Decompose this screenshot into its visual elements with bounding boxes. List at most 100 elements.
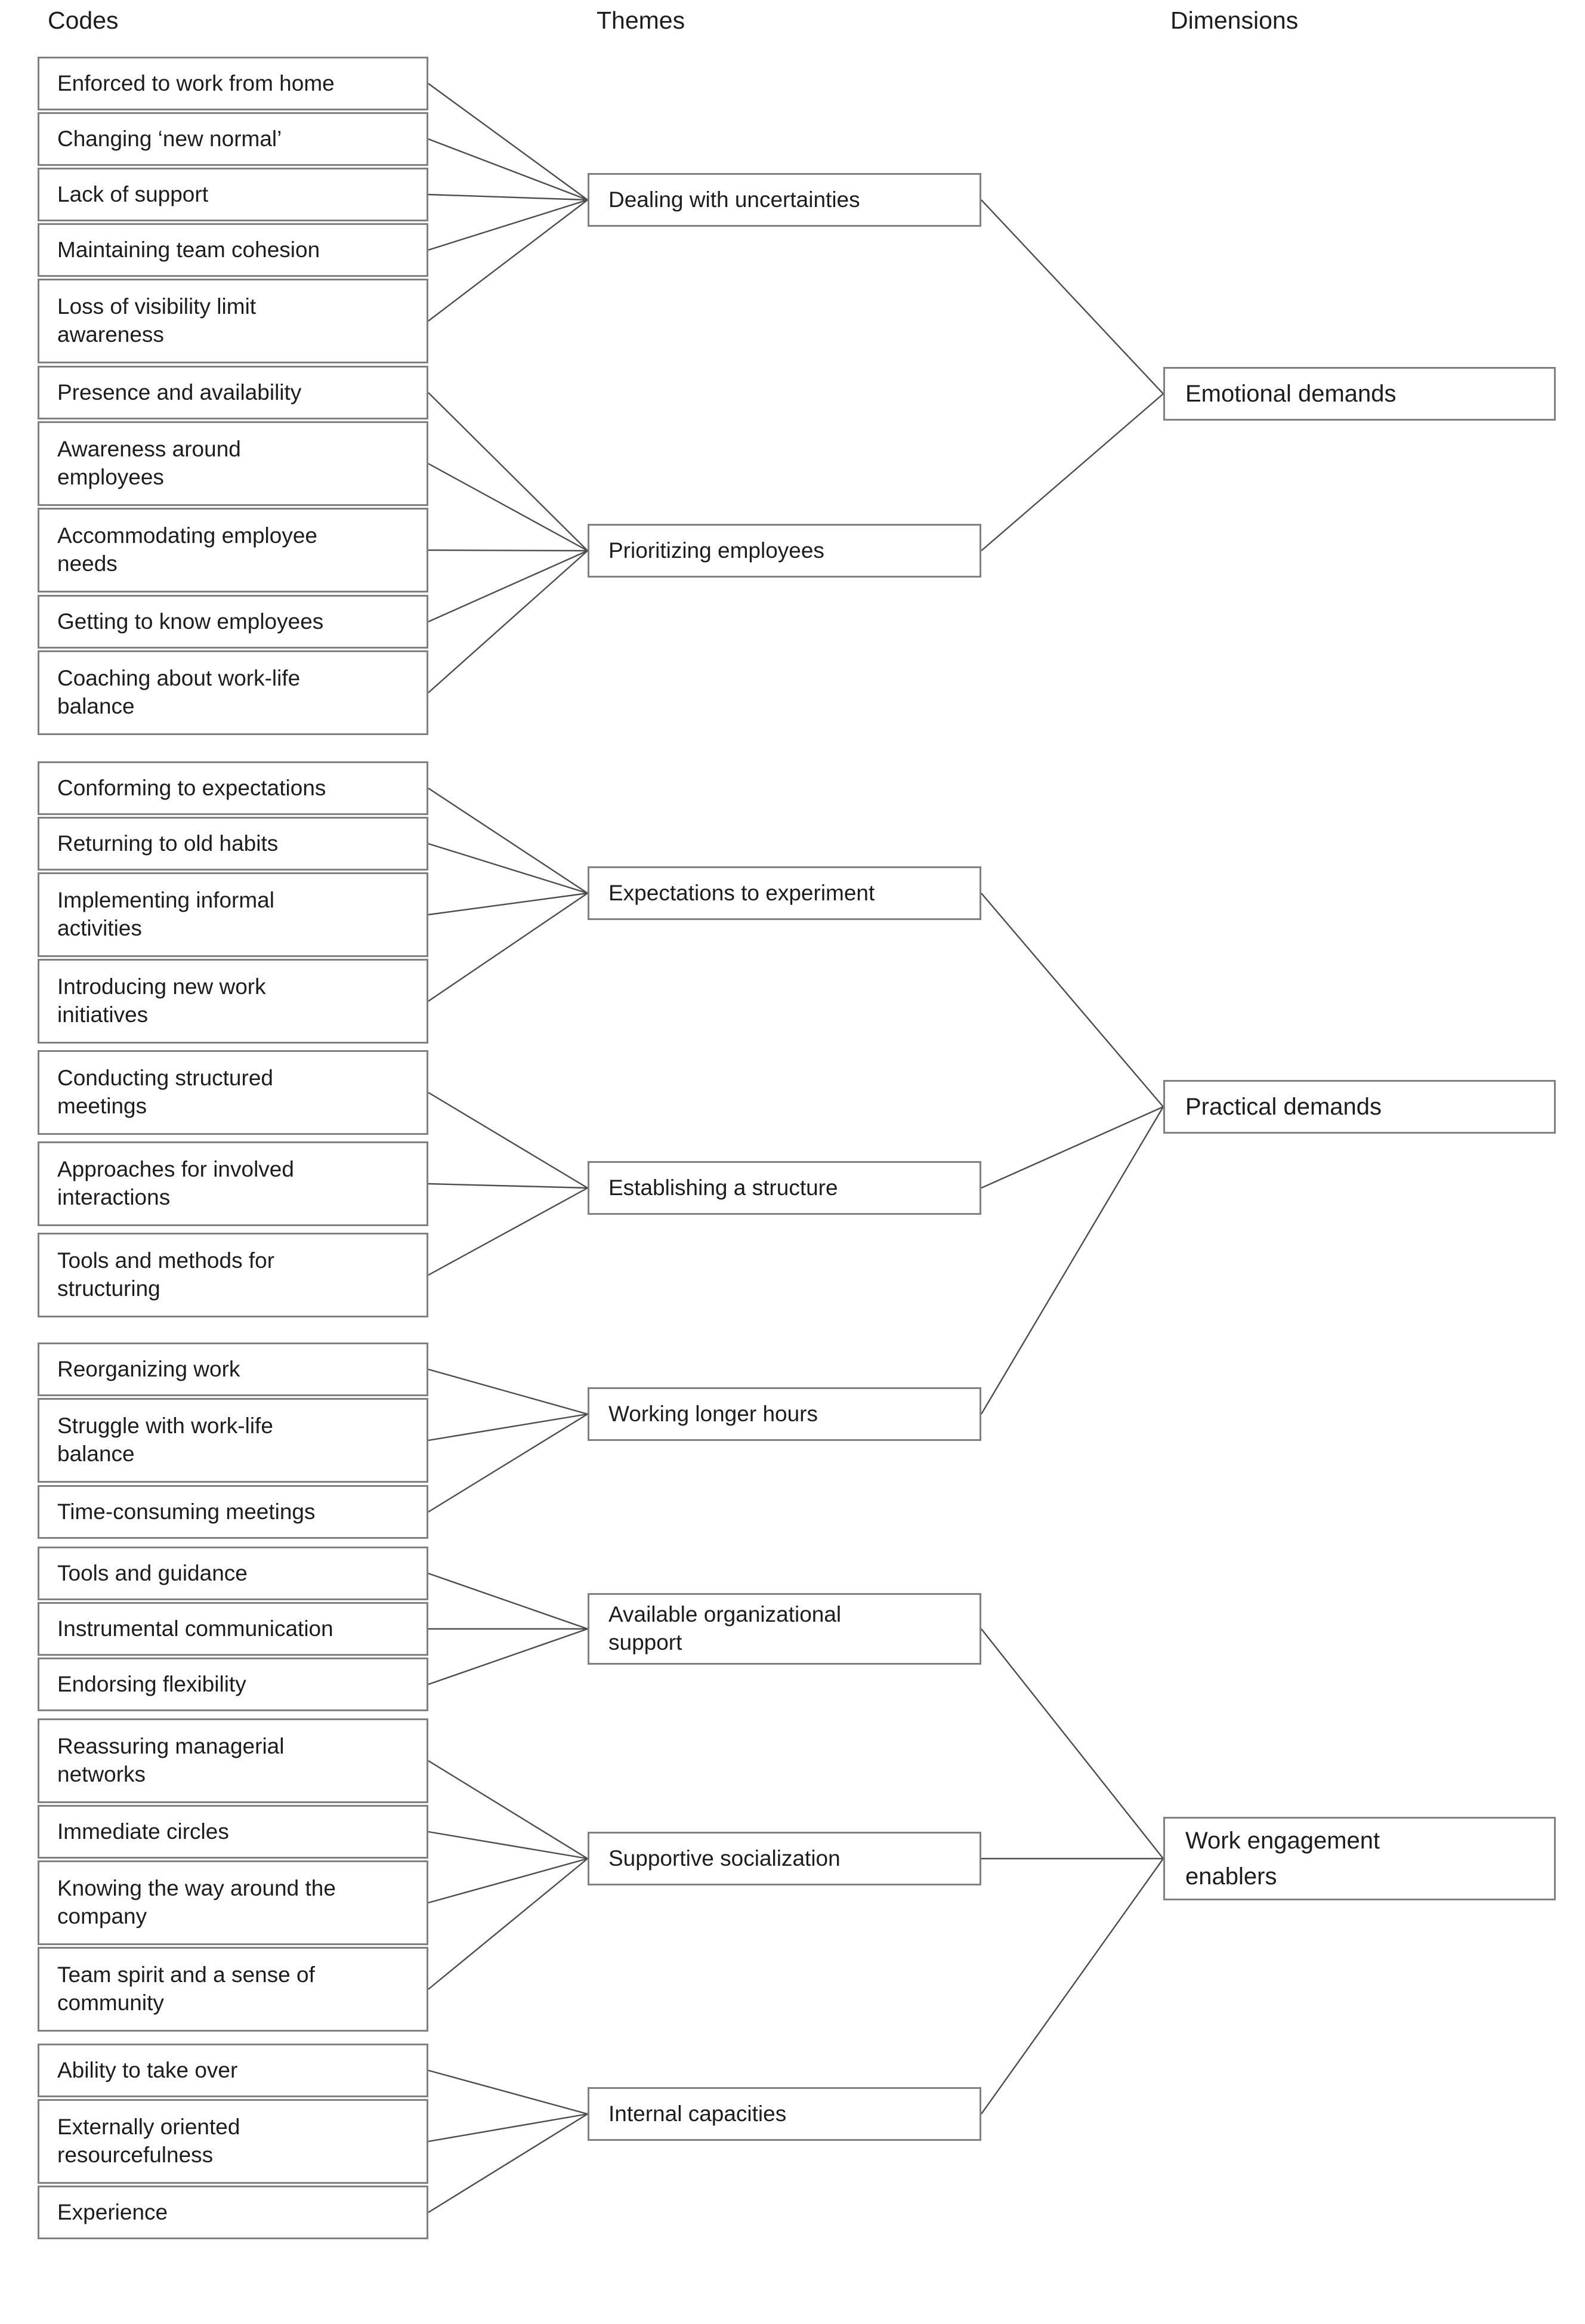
- code-box-label: Reorganizing work: [57, 1356, 240, 1381]
- code-box-label: Lack of support: [57, 181, 208, 206]
- code-box-label: Instrumental communication: [57, 1616, 333, 1641]
- edge-code-to-theme-13: [428, 893, 588, 1002]
- edge-code-to-theme-20: [428, 1572, 588, 1630]
- theme-box-0[interactable]: Dealing with uncertainties: [588, 173, 981, 227]
- edge-theme-to-dimension-2: [981, 893, 1164, 1107]
- code-box-21[interactable]: Instrumental communication: [38, 1602, 428, 1656]
- edge-code-to-theme-6: [428, 462, 588, 552]
- code-box-17[interactable]: Reorganizing work: [38, 1342, 428, 1396]
- edge-code-to-theme-14: [428, 1091, 588, 1189]
- edge-code-to-theme-8: [428, 550, 588, 623]
- code-box-3[interactable]: Maintaining team cohesion: [38, 223, 428, 277]
- dimension-box-0[interactable]: Emotional demands: [1163, 367, 1556, 421]
- edge-code-to-theme-4: [428, 199, 588, 322]
- code-box-23[interactable]: Reassuring managerial networks: [38, 1718, 428, 1803]
- code-box-11[interactable]: Returning to old habits: [38, 817, 428, 871]
- edge-code-to-theme-10: [428, 787, 588, 894]
- code-box-label: Team spirit and a sense of community: [57, 1962, 315, 2015]
- edge-code-to-theme-2: [428, 193, 588, 201]
- edge-code-to-theme-7: [428, 549, 588, 552]
- code-box-6[interactable]: Awareness around employees: [38, 421, 428, 506]
- code-box-16[interactable]: Tools and methods for structuring: [38, 1233, 428, 1317]
- dimension-box-1[interactable]: Practical demands: [1163, 1080, 1556, 1134]
- code-box-label: Loss of visibility limit awareness: [57, 294, 257, 347]
- edge-code-to-theme-25: [428, 1857, 588, 1904]
- edge-code-to-theme-3: [428, 199, 588, 251]
- edge-theme-to-dimension-7: [981, 1858, 1164, 2115]
- code-box-label: Getting to know employees: [57, 609, 324, 634]
- code-box-26[interactable]: Team spirit and a sense of community: [38, 1947, 428, 2032]
- code-box-4[interactable]: Loss of visibility limit awareness: [38, 279, 428, 363]
- column-header-themes: Themes: [597, 7, 685, 34]
- code-box-label: Conducting structured meetings: [57, 1066, 273, 1118]
- edge-theme-to-dimension-1: [981, 393, 1164, 551]
- code-box-label: Struggle with work-life balance: [57, 1413, 273, 1466]
- theme-box-label: Establishing a structure: [608, 1175, 838, 1200]
- code-box-10[interactable]: Conforming to expectations: [38, 761, 428, 815]
- edge-code-to-theme-16: [428, 1187, 588, 1276]
- code-box-label: Awareness around employees: [57, 437, 241, 489]
- edge-code-to-theme-23: [428, 1760, 588, 1860]
- code-box-27[interactable]: Ability to take over: [38, 2044, 428, 2097]
- code-box-label: Introducing new work initiatives: [57, 974, 266, 1027]
- code-box-1[interactable]: Changing ‘new normal’: [38, 112, 428, 166]
- code-box-25[interactable]: Knowing the way around the company: [38, 1860, 428, 1945]
- theme-box-4[interactable]: Working longer hours: [588, 1387, 981, 1441]
- code-box-29[interactable]: Experience: [38, 2186, 428, 2239]
- code-box-label: Ability to take over: [57, 2057, 238, 2082]
- edge-code-to-theme-12: [428, 892, 588, 916]
- dimension-box-label: Practical demands: [1185, 1094, 1382, 1120]
- code-box-0[interactable]: Enforced to work from home: [38, 57, 428, 110]
- theme-box-6[interactable]: Supportive socialization: [588, 1832, 981, 1885]
- code-box-label: Immediate circles: [57, 1819, 229, 1844]
- edge-code-to-theme-0: [428, 83, 588, 200]
- code-box-22[interactable]: Endorsing flexibility: [38, 1658, 428, 1711]
- dimension-box-label: Work engagement enablers: [1185, 1828, 1380, 1890]
- code-box-label: Implementing informal activities: [57, 888, 274, 940]
- code-box-13[interactable]: Introducing new work initiatives: [38, 959, 428, 1044]
- theme-box-label: Internal capacities: [608, 2101, 787, 2126]
- theme-box-2[interactable]: Expectations to experiment: [588, 866, 981, 920]
- code-box-7[interactable]: Accommodating employee needs: [38, 508, 428, 592]
- edge-code-to-theme-17: [428, 1368, 588, 1415]
- code-box-label: Enforced to work from home: [57, 70, 335, 95]
- edge-theme-to-dimension-5: [981, 1628, 1164, 1859]
- code-box-label: Knowing the way around the company: [57, 1876, 336, 1928]
- code-box-2[interactable]: Lack of support: [38, 168, 428, 221]
- edge-theme-to-dimension-0: [981, 199, 1164, 394]
- edge-code-to-theme-9: [428, 550, 588, 693]
- code-box-9[interactable]: Coaching about work-life balance: [38, 650, 428, 735]
- code-box-12[interactable]: Implementing informal activities: [38, 872, 428, 957]
- theme-box-label: Expectations to experiment: [608, 880, 875, 905]
- code-box-label: Time-consuming meetings: [57, 1499, 316, 1524]
- edge-code-to-theme-19: [428, 1413, 588, 1513]
- code-box-label: Conforming to expectations: [57, 775, 326, 800]
- edge-theme-to-dimension-4: [980, 1106, 1164, 1415]
- dimension-box-2[interactable]: Work engagement enablers: [1163, 1817, 1556, 1900]
- code-box-24[interactable]: Immediate circles: [38, 1805, 428, 1859]
- code-box-28[interactable]: Externally oriented resourcefulness: [38, 2099, 428, 2184]
- code-box-15[interactable]: Approaches for involved interactions: [38, 1141, 428, 1226]
- theme-box-5[interactable]: Available organizational support: [588, 1593, 981, 1665]
- code-box-19[interactable]: Time-consuming meetings: [38, 1485, 428, 1539]
- code-box-5[interactable]: Presence and availability: [38, 366, 428, 419]
- theme-box-1[interactable]: Prioritizing employees: [588, 524, 981, 578]
- edge-code-to-theme-26: [428, 1858, 588, 1990]
- code-box-label: Maintaining team cohesion: [57, 237, 320, 262]
- theme-box-label: Prioritizing employees: [608, 538, 824, 563]
- edge-code-to-theme-24: [428, 1831, 588, 1860]
- code-box-20[interactable]: Tools and guidance: [38, 1547, 428, 1600]
- code-box-label: Changing ‘new normal’: [57, 126, 282, 151]
- code-box-label: Tools and guidance: [57, 1560, 248, 1585]
- theme-box-label: Supportive socialization: [608, 1845, 841, 1871]
- code-box-label: Externally oriented resourcefulness: [57, 2115, 240, 2167]
- theme-box-3[interactable]: Establishing a structure: [588, 1161, 981, 1215]
- code-box-label: Experience: [57, 2199, 168, 2224]
- code-box-label: Accommodating employee needs: [57, 523, 317, 576]
- code-box-18[interactable]: Struggle with work-life balance: [38, 1398, 428, 1483]
- code-box-label: Returning to old habits: [57, 831, 279, 856]
- theme-box-label: Dealing with uncertainties: [608, 187, 860, 212]
- theme-box-7[interactable]: Internal capacities: [588, 2087, 981, 2141]
- code-box-8[interactable]: Getting to know employees: [38, 595, 428, 649]
- code-box-14[interactable]: Conducting structured meetings: [38, 1050, 428, 1135]
